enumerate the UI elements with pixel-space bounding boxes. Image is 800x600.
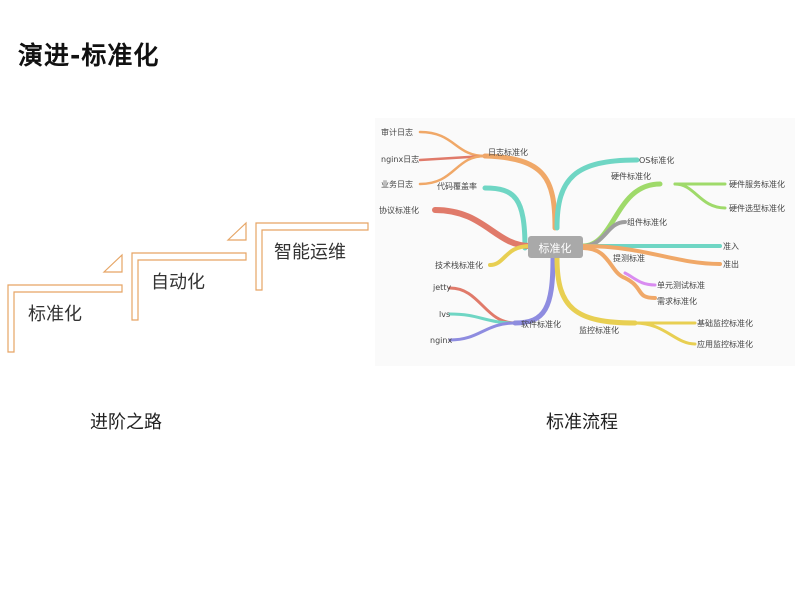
caption-left: 进阶之路 (90, 412, 162, 433)
stair-step-3 (255, 222, 369, 291)
stair-step-2 (131, 252, 247, 321)
branch-log-std (482, 153, 558, 231)
slide-title: 演进-标准化 (18, 41, 160, 70)
node-unit-test-std: 单元测试标准 (657, 280, 705, 290)
mindmap-center-box (528, 236, 583, 258)
node-os-std: OS标准化 (639, 155, 674, 165)
node-exit: 准出 (723, 259, 739, 269)
node-lvs: lvs (439, 310, 450, 319)
node-coverage: 代码覆盖率 (437, 181, 477, 191)
mindmap-center-label: 标准化 (539, 241, 572, 255)
node-test-std: 提测标准 (613, 253, 645, 263)
branch-software-std (512, 255, 556, 326)
node-protocol-std: 协议标准化 (379, 205, 419, 215)
stair-label-2: 自动化 (151, 272, 205, 293)
node-log-std: 日志标准化 (488, 147, 528, 157)
stair-step-1 (7, 284, 123, 353)
node-software-std: 软件标准化 (521, 319, 561, 329)
node-app-monitor-std: 应用监控标准化 (697, 339, 753, 349)
node-component-std: 组件标准化 (627, 217, 667, 227)
branch-os-std (554, 157, 640, 231)
branch-nginx (448, 321, 517, 342)
node-base-monitor-std: 基础监控标准化 (697, 318, 753, 328)
stair-label-1: 标准化 (28, 304, 82, 325)
node-req-std: 需求标准化 (657, 296, 697, 306)
branch-monitor-std (554, 255, 638, 326)
branch-coverage (482, 185, 528, 251)
node-tech-stack-std: 技术栈标准化 (435, 260, 483, 270)
node-nginx: nginx (430, 336, 452, 345)
node-jetty: jetty (432, 283, 451, 292)
branch-unit-test (623, 271, 657, 287)
branch-app-monitor (633, 321, 697, 346)
branch-hw-select (673, 182, 727, 210)
node-entry: 准入 (723, 241, 739, 251)
node-hw-std: 硬件标准化 (611, 171, 651, 181)
branch-tech-stack (488, 244, 532, 267)
node-nginx-log: nginx日志 (381, 154, 419, 164)
branch-exit (581, 244, 722, 266)
standardization-mindmap: 标准化 日志标准化 审计日志 nginx日志 业务日志 代码覆盖率 协议标准化 … (375, 118, 795, 366)
node-monitor-std: 监控标准化 (579, 325, 619, 335)
caption-right: 标准流程 (546, 412, 618, 433)
stair-label-3: 智能运维 (274, 242, 346, 263)
branch-req-std (581, 246, 657, 300)
branch-biz-log (418, 154, 487, 186)
node-biz-log: 业务日志 (381, 179, 413, 189)
node-hw-service-std: 硬件服务标准化 (729, 179, 785, 189)
node-audit-log: 审计日志 (381, 127, 413, 137)
branch-protocol (432, 207, 533, 249)
stair-corner-2 (226, 221, 247, 241)
staircase-diagram (7, 221, 369, 353)
node-hw-select-std: 硬件选型标准化 (729, 203, 785, 213)
stair-corner-1 (102, 253, 123, 273)
